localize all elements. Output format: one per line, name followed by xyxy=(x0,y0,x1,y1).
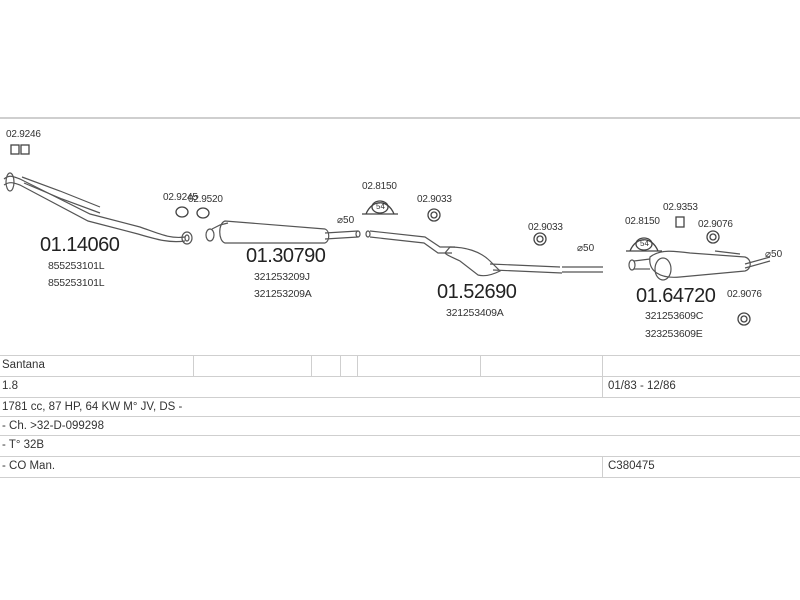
fitting-code: 02.9245 xyxy=(163,192,198,203)
fitting-code: 02.9246 xyxy=(6,129,41,140)
exhaust-system-diagram: 02.9246 02.9245 02.9520 02.8150 02.9033 … xyxy=(0,119,800,355)
production-years: 01/83 - 12/86 xyxy=(608,380,676,392)
part-code: 01.30790 xyxy=(246,245,326,267)
catalog-code: C380475 xyxy=(608,460,655,472)
front-flange xyxy=(5,172,15,192)
hanger-bracket xyxy=(626,239,662,252)
spec-row-emission: - CO Man. C380475 xyxy=(0,456,800,478)
part-ref: 321253209A xyxy=(254,288,312,300)
gasket-fitting xyxy=(10,144,20,155)
fitting-code: 02.9520 xyxy=(188,194,223,205)
rear-silencer xyxy=(649,250,751,278)
fitting-code: 02.8150 xyxy=(362,181,397,192)
hanger-bracket xyxy=(362,202,398,215)
bolt-fitting xyxy=(675,216,685,228)
vehicle-spec-table: Santana 1.8 01/83 - 12/86 1781 cc, 87 HP… xyxy=(0,355,800,478)
part-ref: 855253101L xyxy=(48,260,105,272)
part-ref: 323253609E xyxy=(645,328,703,340)
rubber-ring xyxy=(427,208,441,222)
diameter-label: ⌀50 xyxy=(765,249,783,260)
clamp-fitting xyxy=(175,206,189,218)
part-ref: 855253101L xyxy=(48,277,105,289)
diameter-label: ⌀50 xyxy=(337,215,355,226)
spec-row-chassis: - Ch. >32-D-099298 xyxy=(0,416,800,435)
spec-row-details: 1781 cc, 87 HP, 64 KW M° JV, DS - xyxy=(0,397,800,416)
top-divider xyxy=(0,117,800,119)
model-name: Santana xyxy=(2,359,45,371)
spec-row-model: Santana xyxy=(0,355,800,376)
rubber-ring xyxy=(706,230,720,244)
clamp-fitting xyxy=(196,207,210,219)
rubber-ring xyxy=(533,232,547,246)
vehicle-type: - T° 32B xyxy=(2,439,45,451)
fitting-code: 02.9076 xyxy=(727,289,762,300)
engine-size: 1.8 xyxy=(2,380,18,392)
part-ref: 321253409A xyxy=(446,307,504,319)
fitting-code: 02.9353 xyxy=(663,202,698,213)
exhaust-drawing xyxy=(3,144,771,326)
fitting-code: 02.9033 xyxy=(417,194,452,205)
front-silencer xyxy=(219,220,330,244)
rubber-ring xyxy=(737,312,751,326)
hanger-size-label: 54 xyxy=(640,239,649,248)
fitting-code: 02.9033 xyxy=(528,222,563,233)
emission-type: - CO Man. xyxy=(2,460,56,472)
spec-row-engine: 1.8 01/83 - 12/86 xyxy=(0,376,800,397)
engine-spec: 1781 cc, 87 HP, 64 KW M° JV, DS - xyxy=(2,401,183,413)
spec-row-type: - T° 32B xyxy=(0,435,800,456)
fitting-code: 02.9076 xyxy=(698,219,733,230)
hanger-size-label: 54 xyxy=(376,202,385,211)
part-code: 01.52690 xyxy=(437,281,517,303)
part-ref: 321253609C xyxy=(645,310,704,322)
part-ref: 321253209J xyxy=(254,271,310,283)
chassis-number: - Ch. >32-D-099298 xyxy=(2,420,104,432)
part-code: 01.64720 xyxy=(636,285,716,307)
front-pipe xyxy=(3,175,186,239)
fitting-code: 02.8150 xyxy=(625,216,660,227)
part-code: 01.14060 xyxy=(40,234,120,256)
middle-silencer xyxy=(444,246,502,277)
diameter-label: ⌀50 xyxy=(577,243,595,254)
pipe-end-1 xyxy=(181,231,193,245)
